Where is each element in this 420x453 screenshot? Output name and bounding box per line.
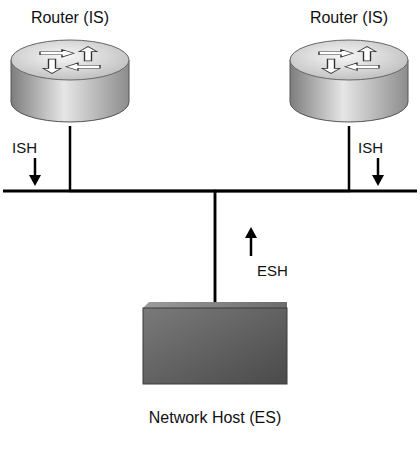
network-link [70, 126, 215, 302]
router-icon [8, 36, 132, 126]
message-label: ISH [358, 139, 383, 157]
network-link [215, 126, 349, 302]
ish-arrow [29, 158, 41, 186]
router-icon [287, 36, 411, 126]
router-label: Router (IS) [8, 8, 132, 28]
ish-arrow [372, 158, 384, 186]
router-node: Router (IS) [8, 8, 132, 126]
host-node: Network Host (ES) [140, 302, 290, 428]
router-node: Router (IS) [287, 8, 411, 126]
message-label: ESH [257, 262, 288, 280]
router-label: Router (IS) [287, 8, 411, 28]
host-icon [140, 302, 290, 386]
esh-arrow [245, 227, 257, 256]
message-label: ISH [12, 139, 37, 157]
host-label: Network Host (ES) [140, 408, 290, 428]
